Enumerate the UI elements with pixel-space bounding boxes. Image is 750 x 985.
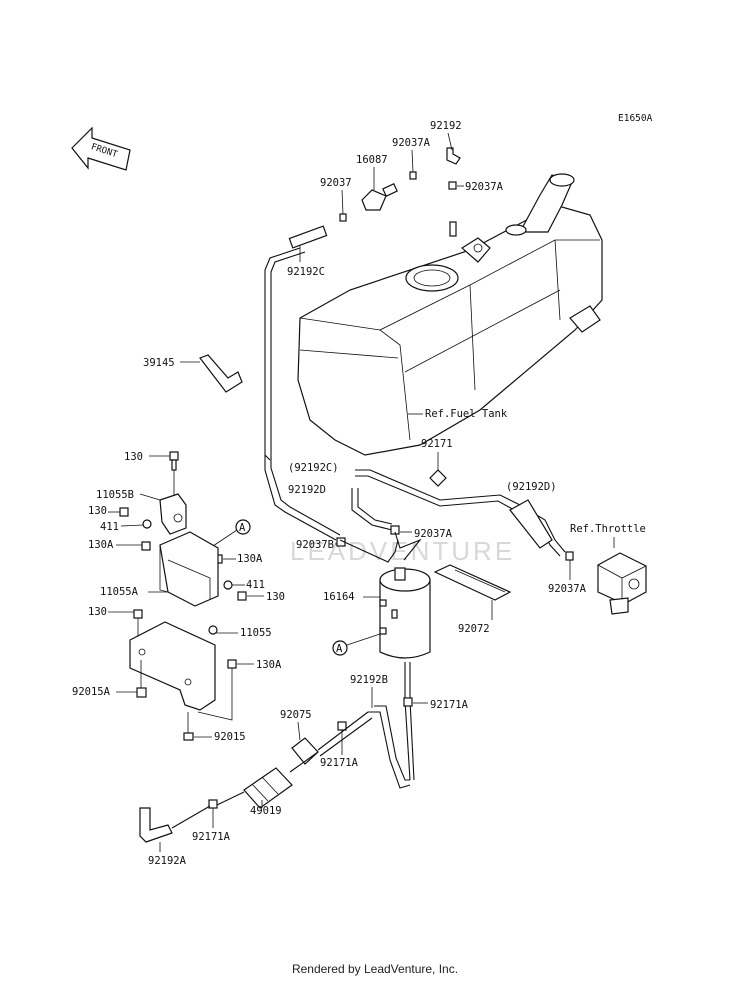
- throttle-body: [597, 552, 647, 615]
- callout-a-2-label: A: [336, 643, 343, 655]
- label-16164: 16164: [323, 591, 355, 603]
- label-16087: 16087: [356, 154, 388, 166]
- label-92192A: 92192A: [148, 855, 187, 867]
- label-130-1: 130: [124, 451, 143, 463]
- clip-92171A-3: [208, 799, 218, 809]
- label-92192D: 92192D: [288, 484, 326, 496]
- label-92037A-3: 92037A: [414, 528, 453, 540]
- label-92015A: 92015A: [72, 686, 111, 698]
- label-130A-1: 130A: [88, 539, 114, 551]
- label-411-2: 411: [246, 579, 265, 591]
- bolt-130-2: [119, 507, 129, 517]
- clamp-92037A-2: [448, 181, 457, 190]
- label-11055A: 11055A: [100, 586, 139, 598]
- label-ref-throttle: Ref.Throttle: [570, 523, 646, 535]
- clamp-92037A-4: [565, 551, 574, 561]
- clamp-92037A-1: [409, 171, 417, 180]
- front-arrow-icon: FRONT: [71, 126, 131, 171]
- part-11055-plate: [129, 621, 216, 711]
- bolt-130-3: [237, 591, 247, 601]
- label-11055: 11055: [240, 627, 272, 639]
- label-92037A-2: 92037A: [465, 181, 504, 193]
- nut-92015A: [136, 687, 147, 698]
- label-92015: 92015: [214, 731, 246, 743]
- label-92192: 92192: [430, 120, 462, 132]
- part-49019-filter: [243, 767, 293, 809]
- bolt-130A-1: [141, 541, 151, 551]
- label-92171A-1: 92171A: [430, 699, 469, 711]
- watermark: LEADVENTURE: [290, 536, 515, 566]
- bolt-130A-3: [227, 659, 237, 669]
- label-92037: 92037: [320, 177, 352, 189]
- washer-411-2: [223, 580, 233, 590]
- part-92192D-hose: [509, 499, 553, 549]
- part-16164-canister: [379, 567, 431, 659]
- washer-411-1: [142, 519, 152, 529]
- label-130A-3: 130A: [256, 659, 282, 671]
- part-92192C-hose: [288, 225, 328, 249]
- label-92072: 92072: [458, 623, 490, 635]
- label-130-2: 130: [88, 505, 107, 517]
- callout-a-1: [235, 519, 251, 535]
- washer-11055: [208, 625, 218, 635]
- clip-92171A-2: [337, 721, 347, 731]
- part-39145-clip: [199, 354, 243, 393]
- callout-a-2: [332, 640, 348, 656]
- label-92171: 92171: [421, 438, 453, 450]
- label-130-3: 130: [266, 591, 285, 603]
- label-92171A-2: 92171A: [320, 757, 359, 769]
- label-92171A-3: 92171A: [192, 831, 231, 843]
- label-411-1: 411: [100, 521, 119, 533]
- label-92075: 92075: [280, 709, 312, 721]
- clip-92171A-1: [403, 697, 413, 707]
- label-92037A-4: 92037A: [548, 583, 587, 595]
- label-130A-2: 130A: [237, 553, 263, 565]
- clamp-92037: [339, 213, 347, 222]
- label-39145: 39145: [143, 357, 175, 369]
- label-92037A-1: 92037A: [392, 137, 431, 149]
- bolt-130-4: [133, 609, 143, 619]
- label-11055B: 11055B: [96, 489, 134, 501]
- part-16087-valve: [361, 183, 398, 211]
- part-92192-elbow: [446, 147, 461, 165]
- label-ref-fuel-tank: Ref.Fuel Tank: [425, 408, 508, 420]
- part-11055B-bracket: [159, 493, 187, 535]
- fuel-tank: [297, 173, 603, 456]
- label-92192D-paren: (92192D): [506, 481, 557, 493]
- label-92037B: 92037B: [296, 539, 334, 551]
- part-92075-damper: [291, 737, 319, 765]
- callout-a-1-label: A: [239, 522, 246, 534]
- nut-92015: [183, 732, 194, 741]
- footer-credit: Rendered by LeadVenture, Inc.: [291, 962, 459, 976]
- label-92192B: 92192B: [350, 674, 388, 686]
- label-92192C: 92192C: [287, 266, 325, 278]
- part-92192A-hose: [139, 807, 173, 843]
- part-92171-clip: [429, 469, 447, 487]
- label-130-4: 130: [88, 606, 107, 618]
- part-92072-strap: [433, 564, 512, 601]
- clamp-92037A-3: [390, 525, 400, 535]
- label-49019: 49019: [250, 805, 282, 817]
- bolt-130-1: [169, 451, 179, 471]
- diagram-code: E1650A: [618, 113, 653, 124]
- label-92192C-paren: (92192C): [288, 462, 339, 474]
